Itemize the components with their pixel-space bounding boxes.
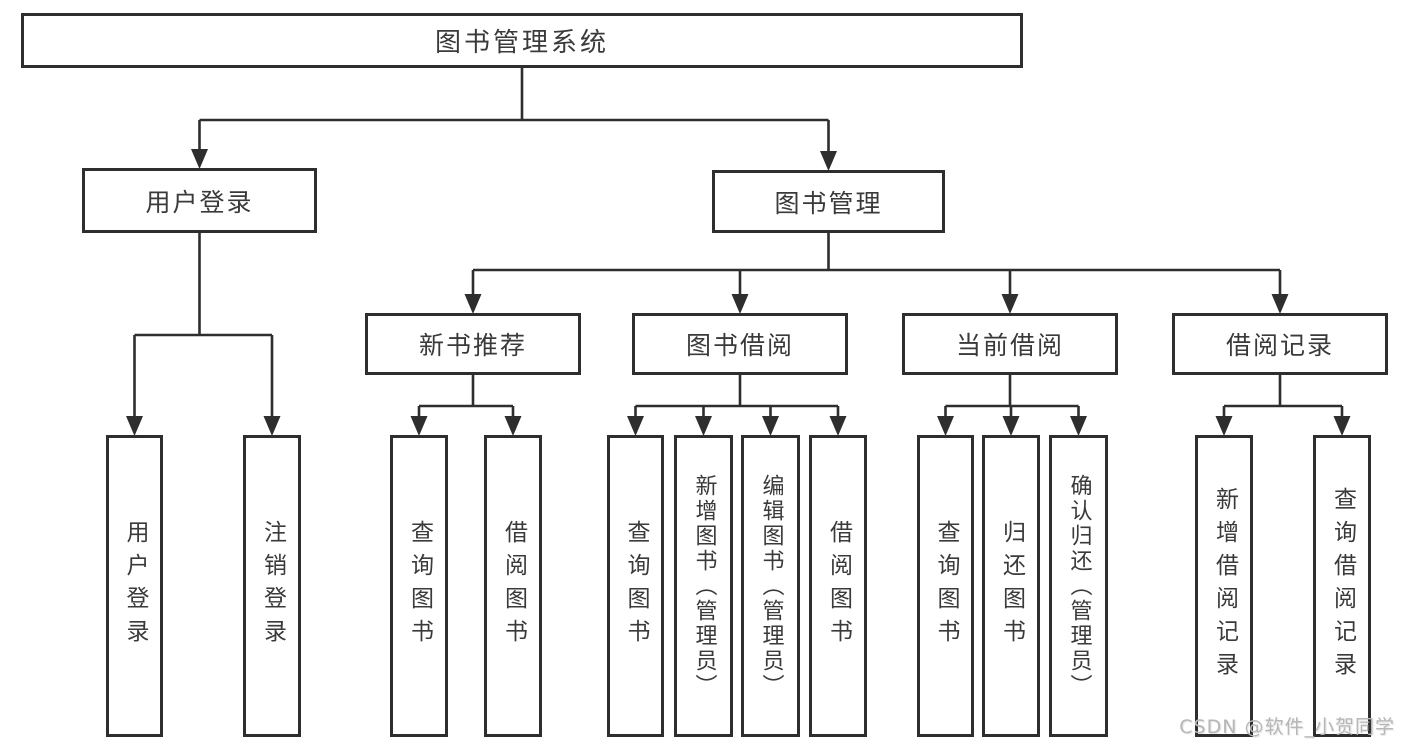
arrowhead-to-records: [1271, 294, 1289, 314]
arrowhead-to-nb-borrow: [504, 416, 522, 436]
node-label-bw-query: 查询图书: [623, 520, 649, 652]
node-cu-query: 查询图书: [917, 435, 974, 737]
arrowhead-to-bw-edit: [762, 416, 779, 436]
arrowhead-to-rc-add: [1215, 416, 1233, 436]
node-rc-add: 新增借阅记录: [1195, 435, 1253, 737]
arrowhead-to-logout-v: [263, 416, 281, 436]
node-bw-borrow: 借阅图书: [809, 435, 867, 737]
node-user-login: 用户登录: [82, 168, 317, 233]
arrowhead-to-cu-confirm: [1070, 416, 1087, 436]
node-borrowing: 图书借阅: [632, 313, 848, 375]
node-label-root: 图书管理系统: [434, 28, 609, 58]
edge-from-borrowing: [634, 375, 840, 420]
node-new-books: 新书推荐: [365, 313, 581, 375]
watermark-text: CSDN @软件_小贺同学: [1179, 716, 1395, 738]
edge-from-current: [944, 375, 1080, 420]
node-root: 图书管理系统: [21, 13, 1023, 68]
node-label-bw-add: 新增图书（管理员）: [691, 473, 717, 699]
node-label-new-books: 新书推荐: [418, 331, 527, 360]
node-bw-query: 查询图书: [607, 435, 664, 737]
arrowhead-to-login-v: [126, 416, 143, 436]
arrowhead-to-new-books: [464, 294, 482, 314]
node-cu-confirm: 确认归还（管理员）: [1049, 435, 1108, 737]
arrowhead-to-book-mgmt: [820, 151, 837, 171]
node-rc-query: 查询借阅记录: [1313, 435, 1371, 737]
edge-from-new-books: [417, 375, 515, 420]
node-label-user-login: 用户登录: [145, 187, 254, 217]
arrowhead-to-bw-borrow: [829, 416, 847, 436]
edge-from-user-login: [133, 233, 274, 420]
arrowhead-to-cu-query: [937, 416, 954, 436]
node-label-logout-v: 注销登录: [259, 520, 286, 652]
node-label-rc-query: 查询借阅记录: [1329, 487, 1356, 685]
edge-from-root: [198, 68, 830, 155]
node-label-cu-query: 查询图书: [933, 520, 959, 652]
arrowhead-to-user-login: [191, 149, 208, 169]
node-label-borrowing: 图书借阅: [685, 331, 794, 360]
node-bw-edit: 编辑图书（管理员）: [741, 435, 800, 737]
arrowhead-to-borrowing: [731, 294, 749, 314]
node-label-login-v: 用户登录: [122, 520, 148, 652]
node-label-nb-query: 查询图书: [406, 520, 433, 652]
node-label-book-mgmt: 图书管理: [774, 188, 883, 218]
node-cu-return: 归还图书: [982, 435, 1040, 737]
arrowhead-to-current: [1001, 294, 1019, 314]
arrowhead-to-nb-query: [410, 416, 428, 436]
node-label-rc-add: 新增借阅记录: [1211, 487, 1238, 685]
arrowhead-to-cu-return: [1002, 416, 1020, 436]
node-label-nb-borrow: 借阅图书: [500, 520, 527, 652]
node-logout-v: 注销登录: [243, 435, 301, 737]
node-nb-query: 查询图书: [390, 435, 448, 737]
edge-from-book-mgmt: [471, 233, 1282, 298]
node-label-bw-borrow: 借阅图书: [825, 520, 852, 652]
arrowhead-to-bw-query: [627, 416, 644, 436]
node-label-current: 当前借阅: [955, 331, 1064, 360]
node-records: 借阅记录: [1172, 313, 1388, 375]
edge-from-records: [1222, 375, 1344, 420]
node-label-bw-edit: 编辑图书（管理员）: [758, 473, 784, 699]
node-book-mgmt: 图书管理: [712, 170, 945, 233]
node-label-cu-confirm: 确认归还（管理员）: [1066, 473, 1092, 699]
arrowhead-to-rc-query: [1333, 416, 1351, 436]
arrowhead-to-bw-add: [695, 416, 712, 436]
node-current: 当前借阅: [902, 313, 1118, 375]
node-bw-add: 新增图书（管理员）: [674, 435, 733, 737]
node-label-records: 借阅记录: [1225, 331, 1334, 360]
node-label-cu-return: 归还图书: [998, 520, 1025, 652]
node-nb-borrow: 借阅图书: [484, 435, 542, 737]
node-login-v: 用户登录: [106, 435, 163, 737]
